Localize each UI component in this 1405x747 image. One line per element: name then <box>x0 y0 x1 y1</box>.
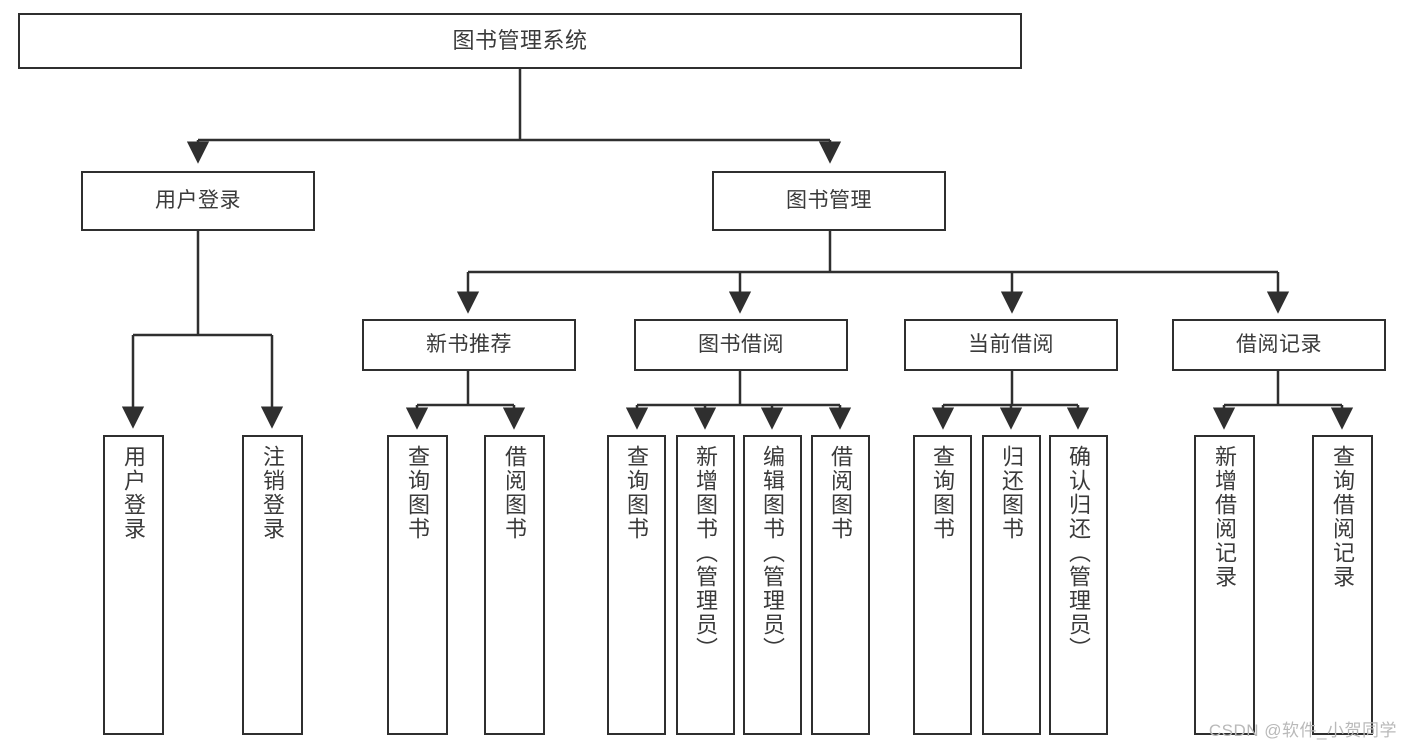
node-root-label: 图书管理系统 <box>452 27 588 53</box>
node-leaf-query-book-current-label: 查询图书 <box>930 445 956 541</box>
node-leaf-logout[interactable]: 注销登录 <box>242 435 303 735</box>
node-leaf-query-record-label: 查询借阅记录 <box>1330 445 1356 589</box>
node-book-management-label: 图书管理 <box>786 189 872 213</box>
csdn-watermark: CSDN @软件_小贺同学 <box>1208 721 1397 740</box>
node-borrow-records[interactable]: 借阅记录 <box>1172 319 1386 371</box>
node-leaf-add-record[interactable]: 新增借阅记录 <box>1194 435 1255 735</box>
node-leaf-query-book-borrow[interactable]: 查询图书 <box>607 435 666 735</box>
node-leaf-borrow-book-rec[interactable]: 借阅图书 <box>484 435 545 735</box>
node-leaf-add-record-label: 新增借阅记录 <box>1212 445 1238 589</box>
node-leaf-edit-book[interactable]: 编辑图书（管理员） <box>743 435 802 735</box>
node-leaf-add-book[interactable]: 新增图书（管理员） <box>676 435 735 735</box>
node-leaf-query-book-borrow-label: 查询图书 <box>624 445 650 541</box>
node-leaf-confirm-return[interactable]: 确认归还（管理员） <box>1049 435 1108 735</box>
node-leaf-query-record[interactable]: 查询借阅记录 <box>1312 435 1373 735</box>
node-current-borrow-label: 当前借阅 <box>968 333 1054 357</box>
node-new-book-recommend[interactable]: 新书推荐 <box>362 319 576 371</box>
node-leaf-add-book-label: 新增图书（管理员） <box>693 445 719 661</box>
node-borrow-records-label: 借阅记录 <box>1236 333 1322 357</box>
node-leaf-user-login[interactable]: 用户登录 <box>103 435 164 735</box>
node-leaf-query-book-current[interactable]: 查询图书 <box>913 435 972 735</box>
node-leaf-borrow-book-label: 借阅图书 <box>828 445 854 541</box>
node-leaf-confirm-return-label: 确认归还（管理员） <box>1066 445 1092 661</box>
node-book-borrow[interactable]: 图书借阅 <box>634 319 848 371</box>
node-leaf-query-book-rec-label: 查询图书 <box>405 445 431 541</box>
node-current-borrow[interactable]: 当前借阅 <box>904 319 1118 371</box>
node-book-borrow-label: 图书借阅 <box>698 333 784 357</box>
node-root[interactable]: 图书管理系统 <box>18 13 1022 69</box>
node-leaf-user-login-label: 用户登录 <box>121 445 147 541</box>
node-leaf-logout-label: 注销登录 <box>260 445 286 541</box>
node-user-login[interactable]: 用户登录 <box>81 171 315 231</box>
node-book-management[interactable]: 图书管理 <box>712 171 946 231</box>
node-leaf-return-book-label: 归还图书 <box>999 445 1025 541</box>
node-leaf-edit-book-label: 编辑图书（管理员） <box>760 445 786 661</box>
node-leaf-query-book-rec[interactable]: 查询图书 <box>387 435 448 735</box>
node-new-book-recommend-label: 新书推荐 <box>426 333 512 357</box>
node-leaf-borrow-book[interactable]: 借阅图书 <box>811 435 870 735</box>
node-leaf-return-book[interactable]: 归还图书 <box>982 435 1041 735</box>
node-leaf-borrow-book-rec-label: 借阅图书 <box>502 445 528 541</box>
node-user-login-label: 用户登录 <box>155 189 241 213</box>
